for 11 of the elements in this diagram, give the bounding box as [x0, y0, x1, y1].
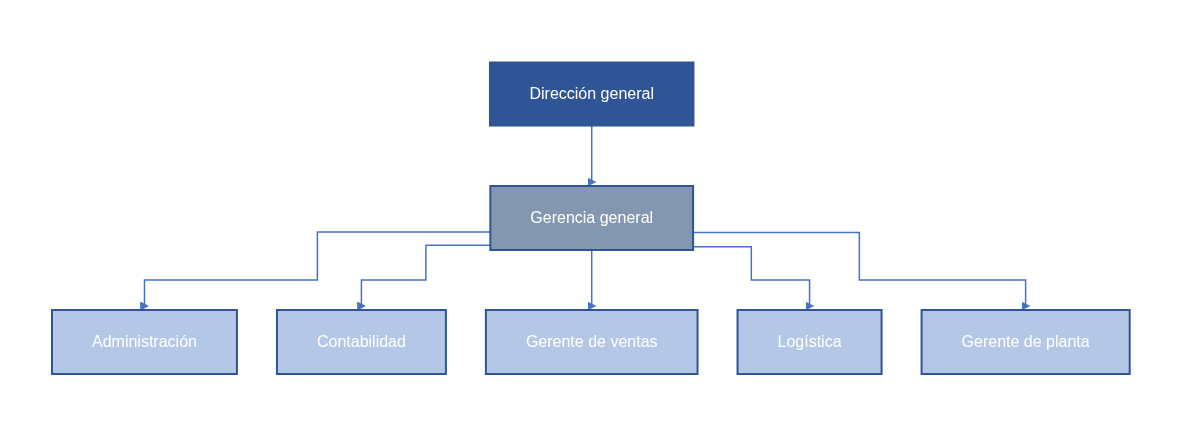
node-box: Gerente de planta: [920, 308, 1131, 375]
node-box: Gerencia general: [489, 184, 695, 251]
node-box: Dirección general: [489, 61, 695, 126]
arrow: [692, 231, 1031, 310]
node-box: Administración: [51, 308, 239, 375]
node-box: Gerente de ventas: [485, 308, 699, 375]
arrow: [587, 124, 597, 186]
arrow: [587, 248, 597, 310]
arrow: [692, 245, 815, 310]
node-box: Logística: [736, 308, 883, 375]
node-box: Contabilidad: [276, 308, 448, 375]
